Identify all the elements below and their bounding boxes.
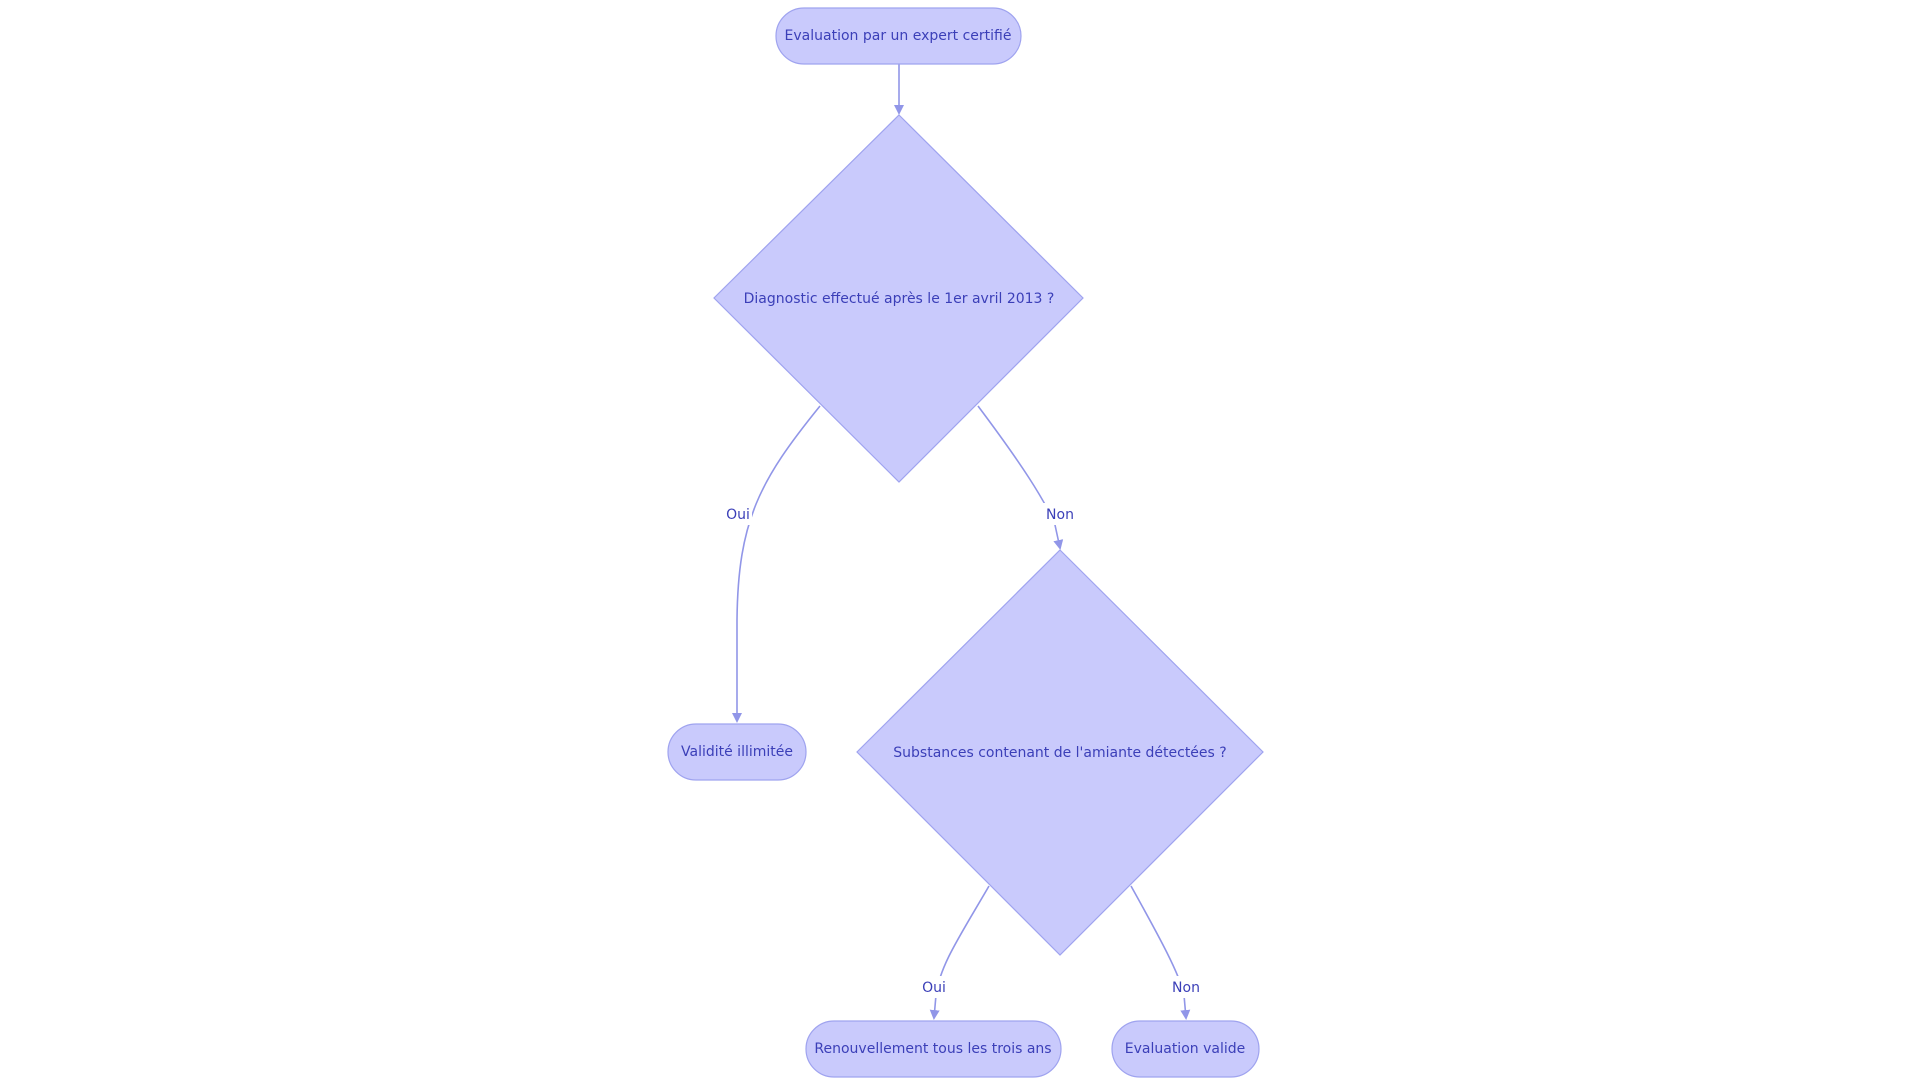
node-start: Evaluation par un expert certifié <box>775 7 1022 65</box>
node-decision-date-label: Diagnostic effectué après le 1er avril 2… <box>744 291 1055 307</box>
node-start-label: Evaluation par un expert certifié <box>785 28 1012 44</box>
node-renewal-label: Renouvellement tous les trois ans <box>814 1041 1051 1057</box>
node-unlimited: Validité illimitée <box>667 723 807 781</box>
node-decision-asbestos: Substances contenant de l'amiante détect… <box>856 549 1264 956</box>
node-decision-asbestos-label: Substances contenant de l'amiante détect… <box>893 745 1226 761</box>
edge-label-date-yes: Oui <box>726 507 750 523</box>
edge-labels: Oui Non Oui Non <box>724 503 1203 998</box>
node-valid: Evaluation valide <box>1111 1020 1260 1078</box>
node-decision-date: Diagnostic effectué après le 1er avril 2… <box>713 114 1084 483</box>
edge-label-asbestos-no: Non <box>1172 980 1200 996</box>
edge-date-yes <box>732 405 821 723</box>
edge-asbestos-yes <box>929 885 990 1020</box>
edge-label-asbestos-yes: Oui <box>922 980 946 996</box>
node-valid-label: Evaluation valide <box>1125 1041 1245 1057</box>
node-renewal: Renouvellement tous les trois ans <box>805 1020 1062 1078</box>
node-unlimited-label: Validité illimitée <box>681 744 793 760</box>
edge-asbestos-no <box>1130 885 1191 1020</box>
edge-label-date-no: Non <box>1046 507 1074 523</box>
edge-date-no <box>977 405 1064 550</box>
